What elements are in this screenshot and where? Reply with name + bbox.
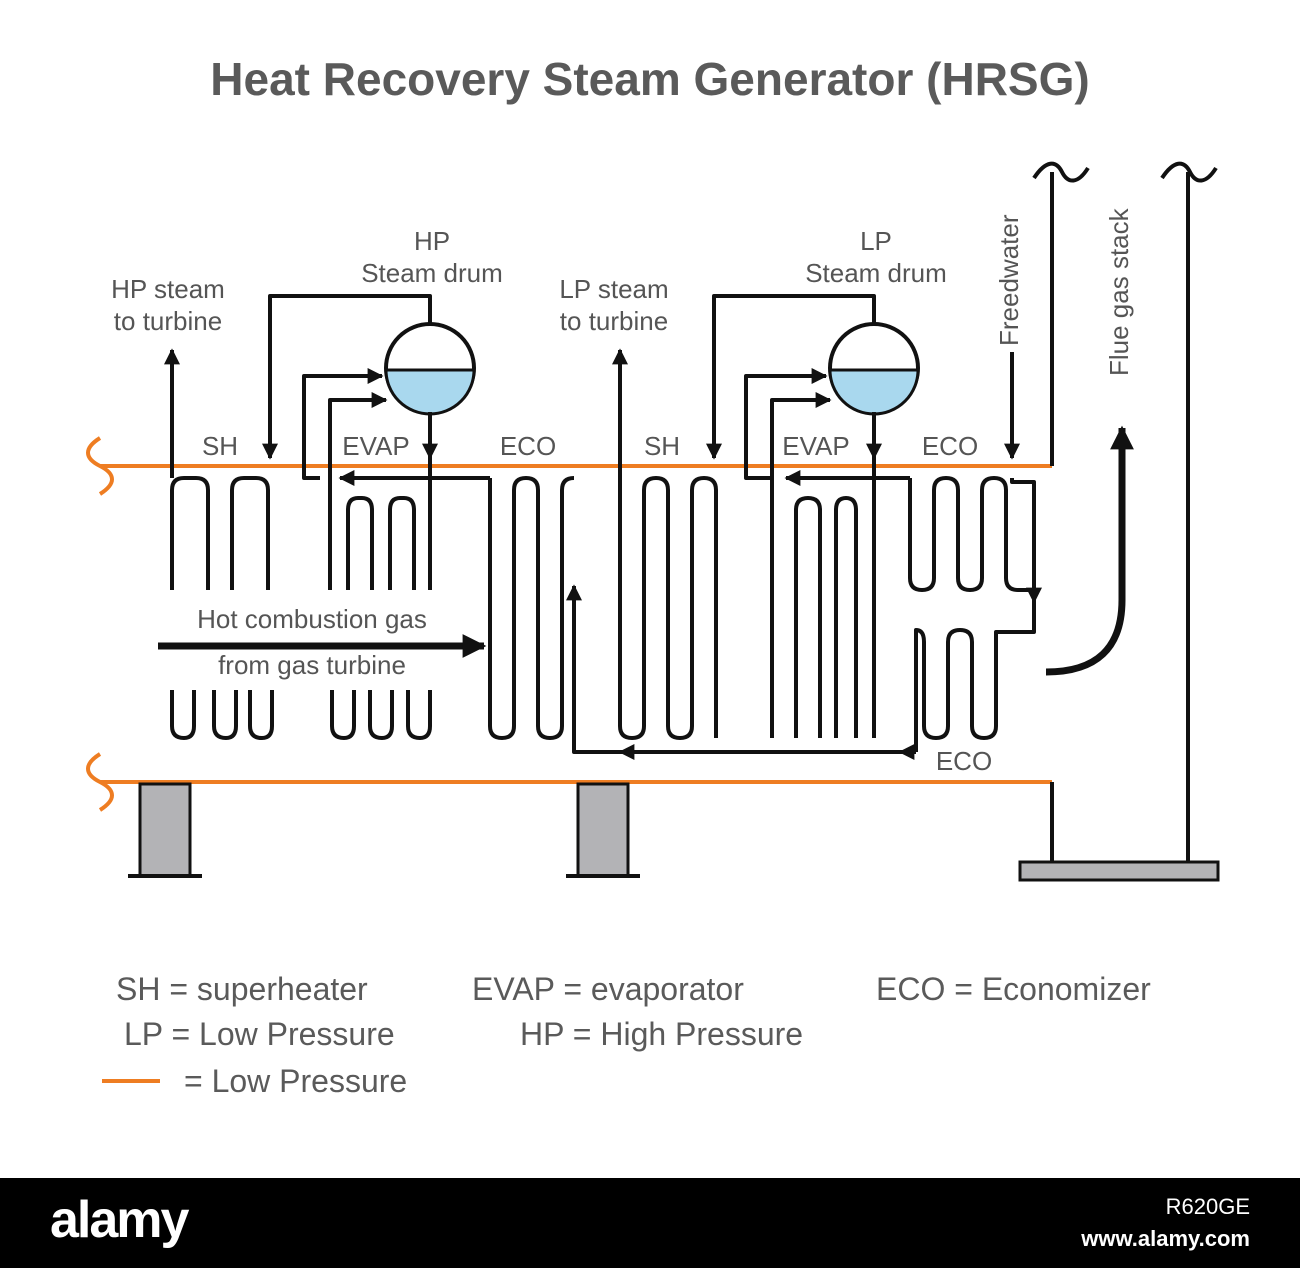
watermark-footer: alamy R620GE www.alamy.com xyxy=(0,1178,1300,1268)
lp-eco-coil-upper xyxy=(908,476,1036,592)
hrsg-diagram: Heat Recovery Steam Generator (HRSG) xyxy=(86,53,1220,1099)
label-hp-steam-line2: to turbine xyxy=(114,306,222,336)
label-lp-drum-line1: LP xyxy=(860,226,892,256)
hp-riser-2 xyxy=(328,392,388,590)
hp-riser-1 xyxy=(302,368,384,480)
label-flue-gas-stack: Flue gas stack xyxy=(1104,207,1134,376)
legend: SH = superheater EVAP = evaporator ECO =… xyxy=(102,971,1151,1099)
footer-image-id: R620GE xyxy=(1165,1194,1250,1219)
hp-drum-to-sh-pipe xyxy=(262,294,432,460)
lp-drum-water xyxy=(828,368,920,416)
hp-superheater xyxy=(164,294,432,740)
label-eco-hp: ECO xyxy=(500,431,556,461)
lp-riser-1 xyxy=(744,368,828,480)
label-hot-gas-line2: from gas turbine xyxy=(218,650,406,680)
stack-left-break xyxy=(1032,161,1090,183)
lp-evap-coil xyxy=(794,496,858,738)
label-sh-hp: SH xyxy=(202,431,238,461)
hrsg-casing xyxy=(86,436,1052,812)
label-eco-lp: ECO xyxy=(922,431,978,461)
casing-top-break xyxy=(86,436,114,496)
lp-eco-to-hp-eco-pipe xyxy=(566,584,916,754)
footer-brand-logo: alamy xyxy=(50,1191,189,1249)
legend-lp: LP = Low Pressure xyxy=(124,1016,395,1052)
hp-evap-coil-lower xyxy=(330,690,432,740)
legend-eco: ECO = Economizer xyxy=(876,971,1151,1007)
legend-evap: EVAP = evaporator xyxy=(472,971,744,1007)
label-freedwater: Freedwater xyxy=(994,214,1024,346)
legend-hp: HP = High Pressure xyxy=(520,1016,803,1052)
stack-right-break xyxy=(1160,161,1218,183)
label-sh-lp: SH xyxy=(644,431,680,461)
legend-orange: = Low Pressure xyxy=(184,1063,407,1099)
footer-url: www.alamy.com xyxy=(1081,1226,1250,1251)
lp-drum-to-sh-pipe xyxy=(706,294,876,460)
label-lp-drum-line2: Steam drum xyxy=(805,258,947,288)
casing-bottom-break xyxy=(86,752,114,812)
lp-evaporator xyxy=(744,322,920,738)
label-hot-gas-line1: Hot combustion gas xyxy=(197,604,427,634)
label-lp-steam-line1: LP steam xyxy=(559,274,668,304)
hp-sh-coil-lower xyxy=(170,690,274,740)
hp-eco-coil xyxy=(488,476,575,740)
diagram-title: Heat Recovery Steam Generator (HRSG) xyxy=(210,53,1089,105)
stack-flow-arrow xyxy=(1045,425,1134,676)
label-hp-drum-line2: Steam drum xyxy=(361,258,503,288)
hp-evap-coil-upper xyxy=(346,496,416,590)
label-lp-steam-line2: to turbine xyxy=(560,306,668,336)
stack-base xyxy=(1018,860,1220,882)
label-hp-steam-line1: HP steam xyxy=(111,274,225,304)
legend-sh: SH = superheater xyxy=(116,971,368,1007)
flue-gas-stack xyxy=(1018,161,1220,882)
support-middle xyxy=(576,782,630,878)
support-left xyxy=(138,782,192,878)
lp-sh-coil xyxy=(618,476,718,740)
lp-eco-coil-lower xyxy=(914,600,1036,752)
hp-evaporator xyxy=(302,322,490,740)
label-hp-drum-line1: HP xyxy=(414,226,450,256)
hp-drum-water xyxy=(384,368,476,416)
lp-economizer xyxy=(566,352,1042,760)
label-eco-lower: ECO xyxy=(936,746,992,776)
label-evap-hp: EVAP xyxy=(342,431,409,461)
hp-economizer xyxy=(488,476,575,740)
lp-riser-2 xyxy=(770,392,832,738)
lp-superheater xyxy=(612,294,876,740)
label-evap-lp: EVAP xyxy=(782,431,849,461)
supports xyxy=(128,782,640,878)
hp-sh-coil-upper xyxy=(170,476,270,590)
